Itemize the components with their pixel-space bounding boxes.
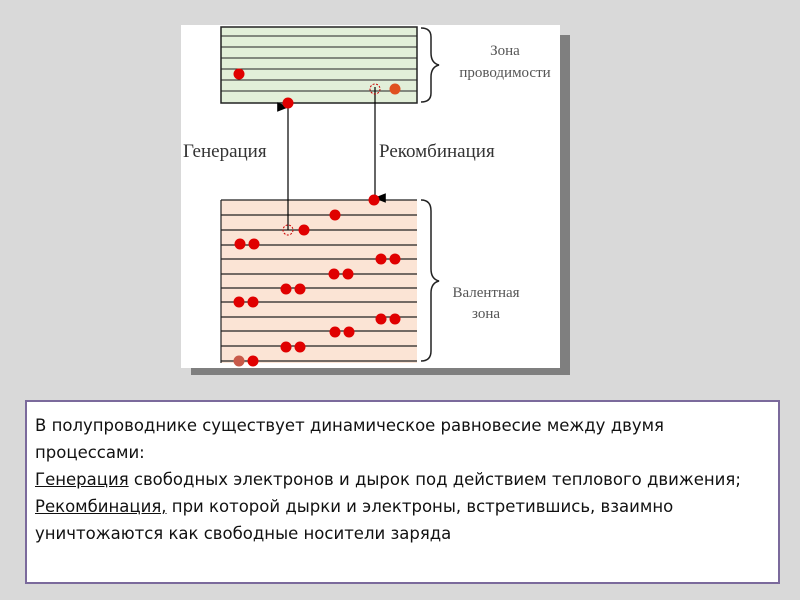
valence-label-1: Валентная bbox=[452, 285, 519, 301]
generation-description: свободных электронов и дырок под действи… bbox=[128, 470, 741, 489]
conduction-brace bbox=[420, 27, 440, 103]
generation-term: Генерация bbox=[35, 470, 129, 489]
valence-brace bbox=[420, 199, 440, 362]
band-diagram-svg: Зона проводимости Валентная зона Генерац… bbox=[183, 26, 551, 367]
description-box: В полупроводнике существует динамическое… bbox=[25, 400, 780, 584]
electrons bbox=[233, 68, 401, 367]
recombination-paragraph: Рекомбинация, при которой дырки и электр… bbox=[35, 493, 768, 547]
valence-label-2: зона bbox=[472, 306, 500, 322]
generation-label: Генерация bbox=[183, 141, 267, 162]
recombination-term: Рекомбинация, bbox=[35, 497, 167, 516]
conduction-label-2: проводимости bbox=[459, 65, 550, 81]
recombination-label: Рекомбинация bbox=[379, 141, 495, 162]
recombination-description: при которой дырки и электроны, встретивш… bbox=[35, 497, 674, 543]
intro-text: В полупроводнике существует динамическое… bbox=[35, 416, 664, 462]
band-diagram: Зона проводимости Валентная зона Генерац… bbox=[181, 25, 560, 368]
hole-conduction bbox=[369, 83, 381, 95]
conduction-label-1: Зона bbox=[490, 43, 520, 59]
hole-valence bbox=[282, 224, 294, 236]
generation-paragraph: Генерация свободных электронов и дырок п… bbox=[35, 466, 768, 493]
valence-band bbox=[220, 199, 417, 363]
conduction-band bbox=[220, 26, 418, 104]
